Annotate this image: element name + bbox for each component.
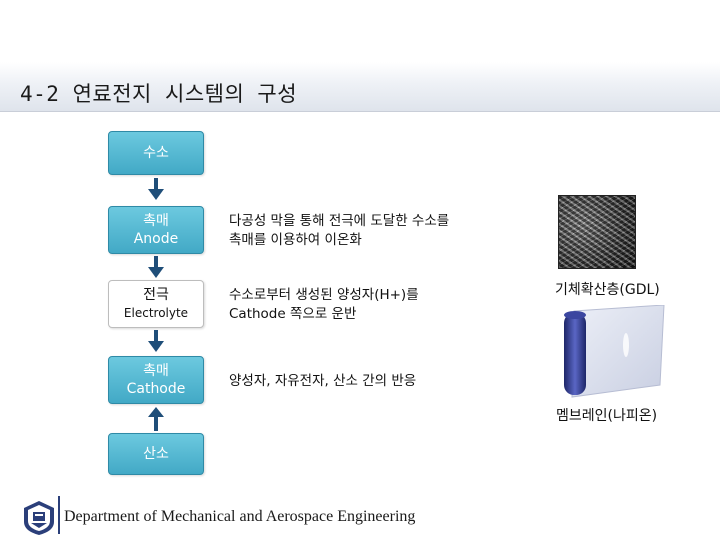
oxygen-box: 산소 [108, 433, 204, 475]
oxygen-label: 산소 [143, 445, 169, 463]
electrolyte-box: 전극 Electrolyte [108, 280, 204, 328]
arrow-down-icon [146, 330, 166, 354]
footer-department: Department of Mechanical and Aerospace E… [64, 508, 415, 526]
arrow-down-icon [146, 178, 166, 202]
anode-description-line1: 다공성 막을 통해 전극에 도달한 수소를 [229, 212, 449, 231]
membrane-image [556, 305, 668, 401]
anode-description-line2: 촉매를 이용하여 이온화 [229, 231, 449, 250]
hydrogen-box: 수소 [108, 131, 204, 175]
anode-label-en: Anode [134, 230, 179, 248]
anode-box: 촉매 Anode [108, 206, 204, 254]
electrolyte-description-line2: Cathode 쪽으로 운반 [229, 305, 419, 324]
electrolyte-description-line1: 수소로부터 생성된 양성자(H+)를 [229, 286, 419, 305]
gdl-caption: 기체확산층(GDL) [555, 279, 660, 299]
hydrogen-label: 수소 [143, 144, 169, 162]
arrow-down-icon [146, 256, 166, 280]
electrolyte-label-en: Electrolyte [124, 304, 188, 322]
cathode-description: 양성자, 자유전자, 산소 간의 반응 [229, 372, 416, 391]
cathode-box: 촉매 Cathode [108, 356, 204, 404]
arrow-up-icon [146, 406, 166, 432]
cathode-label-en: Cathode [127, 380, 186, 398]
university-emblem-logo [22, 500, 56, 536]
anode-description: 다공성 막을 통해 전극에 도달한 수소를 촉매를 이용하여 이온화 [229, 212, 449, 250]
cathode-description-line1: 양성자, 자유전자, 산소 간의 반응 [229, 372, 416, 391]
cathode-label-ko: 촉매 [143, 362, 169, 380]
gdl-micrograph-image [558, 195, 636, 269]
membrane-caption: 멤브레인(나피온) [556, 405, 657, 425]
electrolyte-description: 수소로부터 생성된 양성자(H+)를 Cathode 쪽으로 운반 [229, 286, 419, 324]
footer-divider [58, 496, 60, 534]
slide-title: 4-2 연료전지 시스템의 구성 [20, 78, 297, 108]
electrolyte-label-ko: 전극 [143, 286, 169, 304]
anode-label-ko: 촉매 [143, 212, 169, 230]
